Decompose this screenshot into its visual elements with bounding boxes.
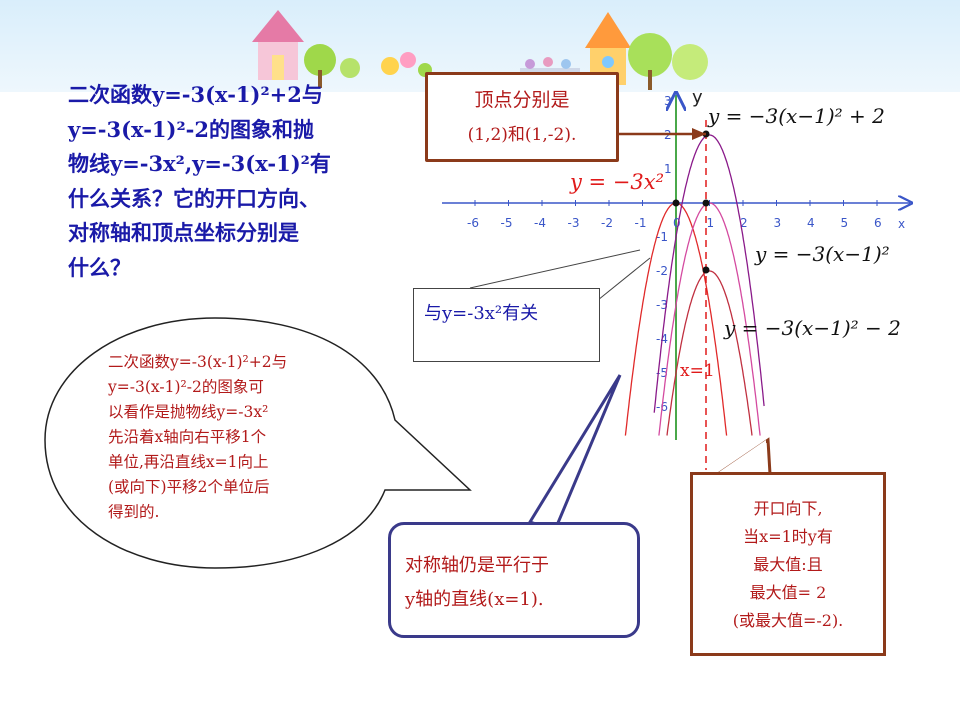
x-tick-label: 5 — [841, 216, 849, 230]
banner-illustration — [252, 10, 708, 90]
vertex-point-axis — [702, 199, 710, 207]
axis-box-pointer — [527, 374, 622, 532]
x-tick-label: -6 — [467, 216, 479, 230]
y-tick-label: 3 — [664, 94, 672, 108]
x-tick-label: 1 — [707, 216, 715, 230]
speech-bubble-text: 二次函数y=-3(x-1)²+2与 y=-3(x-1)²-2的图象可 以看作是抛… — [108, 353, 288, 521]
x-tick-label: 3 — [774, 216, 782, 230]
flower-icon — [381, 52, 432, 77]
y-tick-label: 1 — [664, 162, 672, 176]
x-tick-label: -4 — [534, 216, 546, 230]
equation-c: y = −3(x−1)² — [755, 242, 890, 266]
question-text: 二次函数y=-3(x-1)²+2与 y=-3(x-1)²-2的图象和抛 物线y=… — [68, 82, 331, 280]
vertex-point-lower — [702, 266, 710, 274]
open-box-line5: (或最大值=-2). — [732, 611, 844, 630]
x-tick-label: 2 — [740, 216, 748, 230]
related-pointer-line-1 — [597, 257, 651, 301]
open-box-line2: 当x=1时y有 — [743, 527, 833, 546]
axis-box-line1: 对称轴仍是平行于 — [405, 555, 549, 576]
vertex-box-line2: (1,2)和(1,-2). — [467, 125, 577, 145]
y-axis-label: y — [692, 87, 703, 108]
axis-box-line2: y轴的直线(x=1). — [405, 589, 544, 610]
x-tick-label: -5 — [501, 216, 513, 230]
equation-a: y = −3x² — [570, 170, 665, 194]
related-box: 与y=-3x²有关 — [413, 288, 600, 362]
tree-icon — [304, 44, 360, 88]
x-axis-label: x — [898, 217, 905, 231]
open-box-line1: 开口向下, — [753, 499, 823, 518]
x-tick-label: 4 — [807, 216, 815, 230]
vertex-box-line1: 顶点分别是 — [474, 89, 570, 111]
equation-b: y = −3(x−1)² + 2 — [708, 104, 885, 128]
vertex-box: 顶点分别是 (1,2)和(1,-2). — [425, 72, 619, 162]
symmetry-line-label: x=1 — [680, 361, 715, 381]
y-tick-label: -1 — [656, 230, 668, 244]
open-box-line4: 最大值= 2 — [749, 583, 827, 602]
open-box-line3: 最大值:且 — [753, 555, 823, 574]
x-tick-label: 0 — [673, 216, 681, 230]
equation-d: y = −3(x−1)² − 2 — [724, 316, 901, 340]
axis-box: 对称轴仍是平行于 y轴的直线(x=1). — [388, 522, 640, 638]
y-tick-label: -5 — [656, 366, 668, 380]
y-tick-label: -3 — [656, 298, 668, 312]
vertex-point-origin — [672, 199, 680, 207]
y-tick-label: -2 — [656, 264, 668, 278]
x-tick-label: -3 — [568, 216, 580, 230]
x-tick-label: -2 — [601, 216, 613, 230]
related-pointer-line-2 — [469, 249, 641, 289]
open-box: 开口向下, 当x=1时y有 最大值:且 最大值= 2 (或最大值=-2). — [690, 472, 886, 656]
parabola-shift-down — [666, 270, 753, 436]
house-icon — [252, 10, 304, 80]
balloon-tree-icon — [628, 33, 708, 90]
x-tick-label: 6 — [874, 216, 882, 230]
x-tick-label: -1 — [635, 216, 647, 230]
related-box-text: 与y=-3x²有关 — [424, 303, 539, 324]
pointer-arrowhead — [692, 128, 706, 140]
